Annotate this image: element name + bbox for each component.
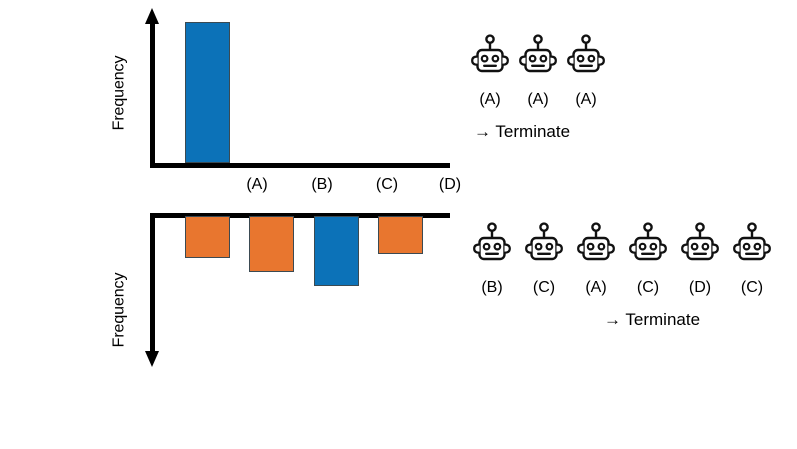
robot-head-icon (566, 34, 606, 85)
bar-bottom-B[interactable] (249, 216, 294, 272)
bar-bottom-A[interactable] (185, 216, 230, 258)
robot-head-icon (680, 222, 720, 273)
x-axis-line-top (150, 163, 450, 168)
x-tick-top-2: (C) (375, 176, 399, 193)
robot-head-icon (576, 222, 616, 273)
robot-head-icon (628, 222, 668, 273)
x-tick-top-3: (D) (438, 176, 462, 193)
robot-label: (C) (636, 279, 660, 296)
robot-label: (D) (688, 279, 712, 296)
robot-label: (A) (527, 91, 549, 108)
robot-head-icon (470, 34, 510, 85)
robot-label: (C) (532, 279, 556, 296)
robot-head-icon (732, 222, 772, 273)
robot-label: (B) (481, 279, 503, 296)
robot-item[interactable]: (A) (570, 222, 622, 296)
robot-item[interactable]: (A) (562, 34, 610, 108)
robot-head-icon (524, 222, 564, 273)
robot-label: (A) (479, 91, 501, 108)
robot-item[interactable]: (A) (514, 34, 562, 108)
robot-group-bottom: (B) (C) (466, 222, 778, 330)
robot-group-top: (A) (A) (466, 34, 610, 142)
robot-item[interactable]: (B) (466, 222, 518, 296)
robot-label: (A) (585, 279, 607, 296)
robot-head-icon (472, 222, 512, 273)
bar-bottom-C[interactable] (314, 216, 359, 286)
x-axis-line-bottom (150, 213, 450, 218)
robot-item[interactable]: (A) (466, 34, 514, 108)
x-tick-labels-top: (A) (B) (C) (D) (150, 176, 461, 200)
y-axis-line-top (150, 20, 155, 167)
y-axis-label-bottom: Frequency (110, 272, 128, 348)
robot-head-icon (518, 34, 558, 85)
robot-item[interactable]: (C) (622, 222, 674, 296)
terminate-outcome-top: → Terminate (474, 122, 571, 141)
y-axis-arrow-down-icon (145, 351, 159, 367)
robot-label: (C) (740, 279, 764, 296)
x-tick-top-1: (B) (311, 176, 333, 193)
chart-bottom-histogram: Frequency (100, 205, 460, 370)
robot-item[interactable]: (C) (726, 222, 778, 296)
y-axis-arrow-up-icon (145, 8, 159, 24)
terminate-outcome-bottom: → Terminate (603, 310, 701, 329)
chart-top-histogram: Frequency (A) (B) (C) (D) (100, 8, 461, 200)
bar-bottom-D[interactable] (378, 216, 423, 254)
robot-row-bottom: (B) (C) (466, 222, 778, 296)
y-axis-label-top: Frequency (110, 55, 128, 131)
robot-label: (A) (575, 91, 597, 108)
x-tick-top-0: (A) (246, 176, 268, 193)
y-axis-line-bottom (150, 213, 155, 353)
robot-item[interactable]: (D) (674, 222, 726, 296)
robot-row-top: (A) (A) (466, 34, 610, 108)
bar-top-A[interactable] (185, 22, 230, 163)
robot-item[interactable]: (C) (518, 222, 570, 296)
